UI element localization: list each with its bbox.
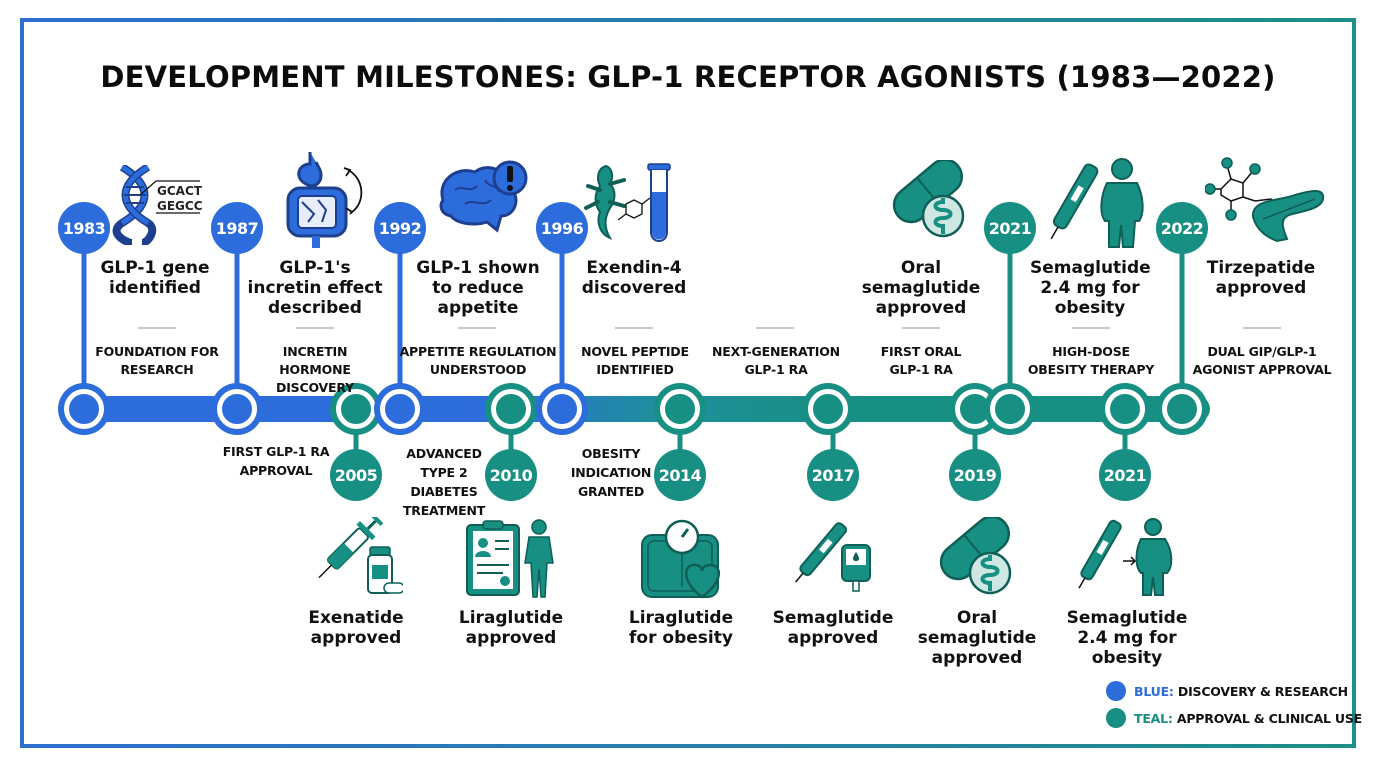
track-node-1987[interactable] — [217, 389, 257, 429]
dna-icon — [112, 163, 202, 249]
milestone-caption-1983: FOUNDATION FOR RESEARCH — [95, 344, 219, 377]
milestone-headline-2014: Liraglutide for obesity — [628, 608, 734, 648]
legend-item-discovery: BLUE: DISCOVERY & RESEARCH — [1106, 681, 1348, 701]
milestone-headline-1983: GLP-1 gene identified — [100, 258, 210, 298]
separator — [138, 327, 176, 329]
separator — [756, 327, 794, 329]
separator — [1072, 327, 1110, 329]
stem-2022 — [1179, 228, 1185, 398]
track-node-2021-lower[interactable] — [1105, 389, 1145, 429]
milestone-caption-2005: FIRST GLP-1 RA APPROVAL — [222, 444, 330, 478]
milestone-caption-1987: INCRETIN HORMONE DISCOVERY — [276, 344, 354, 395]
pen-glucometer-icon — [790, 517, 880, 596]
stem-2019 — [972, 420, 978, 456]
legend-item-approval: TEAL: APPROVAL & CLINICAL USE — [1106, 708, 1362, 728]
milestone-headline-1992: GLP-1 shown to reduce appetite — [416, 258, 540, 318]
track-node-1996[interactable] — [542, 389, 582, 429]
milestone-caption-2021: HIGH-DOSE OBESITY THERAPY — [1027, 344, 1155, 377]
stem-2017 — [830, 420, 836, 456]
milestone-headline-2010: Liraglutide approved — [458, 608, 564, 648]
diagram-frame — [20, 18, 1356, 748]
milestone-caption-1992: APPETITE REGULATION UNDERSTOOD — [399, 344, 557, 377]
stem-1996 — [559, 228, 565, 398]
legend-key: TEAL: — [1134, 710, 1173, 726]
milestone-headline-1987: GLP-1's incretin effect described — [247, 258, 383, 318]
stem-2005 — [353, 420, 359, 456]
year-badge-2017[interactable]: 2017 — [807, 449, 859, 501]
milestone-headline-2005: Exenatide approved — [308, 608, 404, 648]
year-badge-2019[interactable]: 2019 — [949, 449, 1001, 501]
milestone-headline-2019: Oral semaglutide approved — [917, 608, 1037, 668]
year-badge-1983[interactable]: 1983 — [58, 202, 110, 254]
milestone-caption-1996: NOVEL PEPTIDE IDENTIFIED — [581, 344, 689, 377]
year-badge-1996[interactable]: 1996 — [536, 202, 588, 254]
syringe-vial-icon — [308, 513, 405, 601]
track-node-2022[interactable] — [1162, 389, 1202, 429]
legend-blue-swatch — [1106, 681, 1126, 701]
pill-intestine-icon-lower — [932, 515, 1017, 601]
milestone-caption-2010: ADVANCED TYPE 2 DIABETES TREATMENT — [402, 446, 486, 518]
track-node-1983[interactable] — [64, 389, 104, 429]
separator — [615, 327, 653, 329]
legend-teal-swatch — [1106, 708, 1126, 728]
scale-heart-icon — [640, 517, 725, 603]
milestone-headline-1996: Exendin-4 discovered — [581, 258, 687, 298]
year-badge-1992[interactable]: 1992 — [374, 202, 426, 254]
stem-1983 — [81, 228, 87, 398]
track-node-2005[interactable] — [336, 389, 376, 429]
year-badge-2005[interactable]: 2005 — [330, 449, 382, 501]
milestone-headline-2022: Tirzepatide approved — [1206, 258, 1316, 298]
stem-2021-upper — [1007, 228, 1013, 398]
milestone-caption-first-oral: FIRST ORAL GLP-1 RA — [880, 344, 962, 377]
milestone-caption-next-gen: NEXT-GENERATION GLP-1 RA — [712, 344, 840, 377]
stem-2010 — [508, 420, 514, 456]
stem-2014 — [677, 420, 683, 456]
pen-arrow-person-icon — [1075, 517, 1180, 601]
clipboard-person-icon — [463, 517, 558, 603]
milestone-headline-2021-lower: Semaglutide 2.4 mg for obesity — [1066, 608, 1188, 668]
year-badge-2014[interactable]: 2014 — [654, 449, 706, 501]
milestone-headline-2021: Semaglutide 2.4 mg for obesity — [1030, 258, 1151, 318]
legend-key: BLUE: — [1134, 683, 1174, 699]
year-badge-2022[interactable]: 2022 — [1156, 202, 1208, 254]
track-node-2017[interactable] — [808, 389, 848, 429]
stem-1987 — [234, 228, 240, 398]
track-node-1992[interactable] — [380, 389, 420, 429]
year-badge-2021-lower[interactable]: 2021 — [1099, 449, 1151, 501]
lizard-test-tube-icon — [582, 162, 677, 251]
track-node-2010[interactable] — [491, 389, 531, 429]
page-title: DEVELOPMENT MILESTONES: GLP-1 RECEPTOR A… — [100, 60, 1276, 94]
year-badge-1987[interactable]: 1987 — [211, 202, 263, 254]
separator — [902, 327, 940, 329]
year-badge-2021-upper[interactable]: 2021 — [984, 202, 1036, 254]
molecule-pancreas-icon — [1204, 155, 1330, 254]
stem-2021-lower — [1122, 420, 1128, 456]
brain-alert-icon — [435, 160, 530, 244]
milestone-headline-2017: Semaglutide approved — [772, 608, 894, 648]
milestone-caption-2022: DUAL GIP/GLP-1 AGONIST APPROVAL — [1192, 344, 1332, 377]
separator — [296, 327, 334, 329]
stomach-intestine-icon — [280, 150, 375, 254]
pen-person-icon — [1045, 155, 1155, 254]
milestone-headline-oral-semaglutide: Oral semaglutide approved — [861, 258, 981, 318]
stem-1992 — [397, 228, 403, 398]
legend-label: DISCOVERY & RESEARCH — [1177, 683, 1348, 699]
track-node-2019[interactable] — [955, 389, 995, 429]
separator — [458, 327, 496, 329]
pill-intestine-icon — [885, 158, 970, 244]
track-node-2021-upper[interactable] — [990, 389, 1030, 429]
milestone-caption-2014: OBESITY INDICATION GRANTED — [570, 446, 652, 499]
legend-label: APPROVAL & CLINICAL USE — [1176, 710, 1363, 726]
separator — [1243, 327, 1281, 329]
track-node-2014[interactable] — [660, 389, 700, 429]
year-badge-2010[interactable]: 2010 — [485, 449, 537, 501]
